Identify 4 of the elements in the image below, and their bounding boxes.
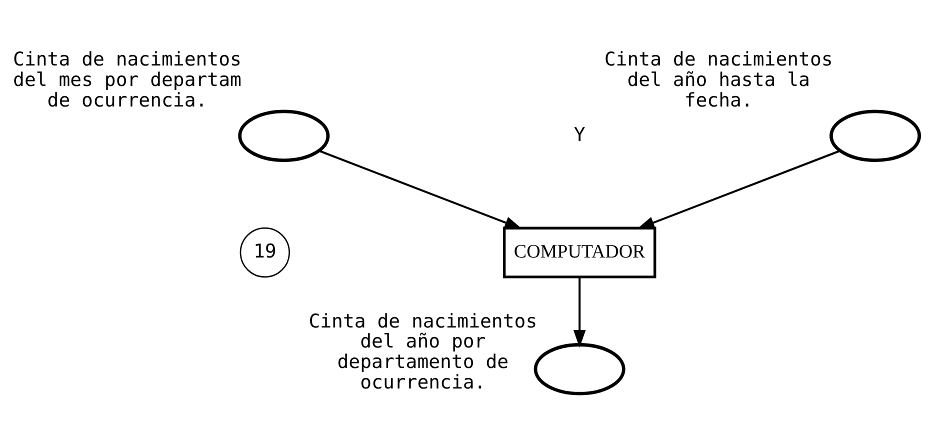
label: Y bbox=[574, 123, 586, 146]
node-label: Cinta de nacimientos del año hasta la fecha. bbox=[604, 48, 833, 111]
node-label: Cinta de nacimientos del mes por departam de ocurrencia. bbox=[13, 48, 242, 111]
node-label: Cinta de nacimientos del año por departamento de ocurrencia. bbox=[308, 310, 538, 393]
